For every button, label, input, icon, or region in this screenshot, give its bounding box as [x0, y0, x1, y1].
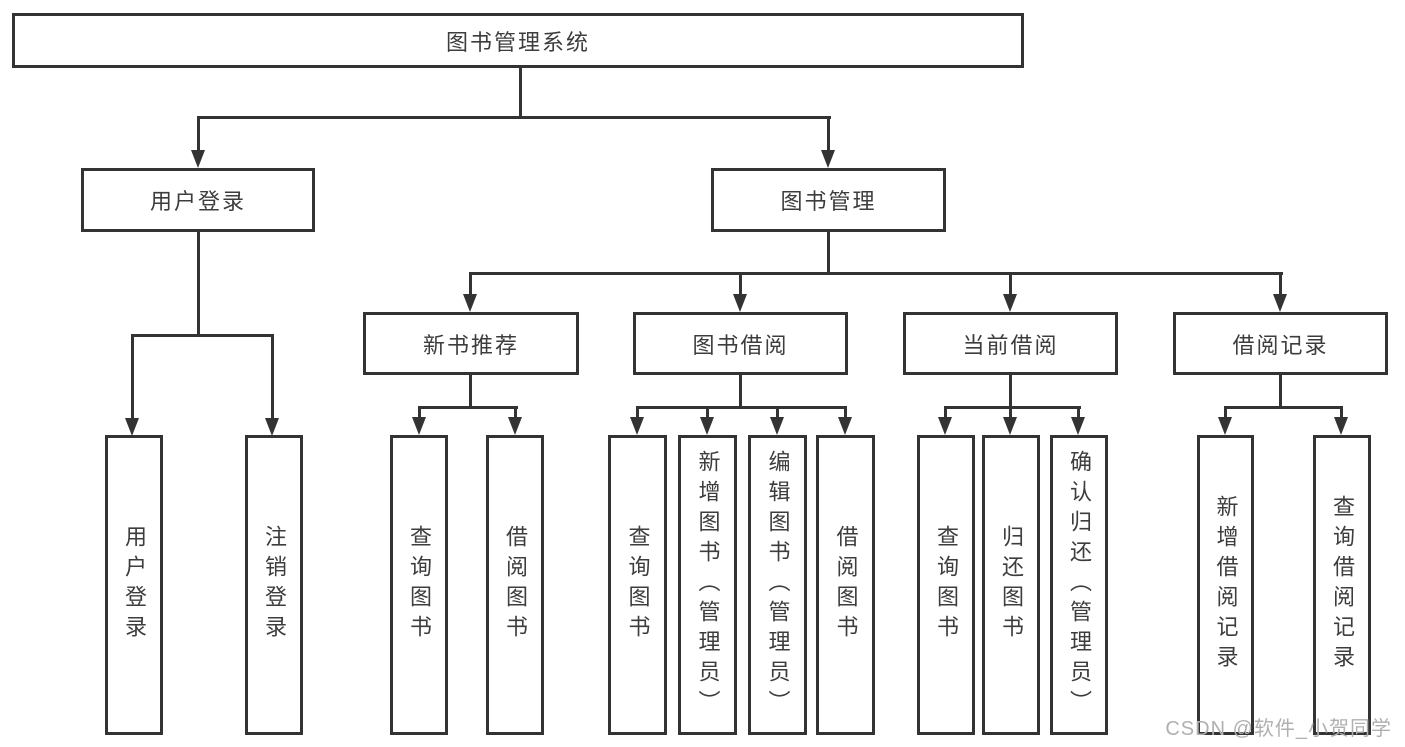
leaf-borrow-books-2-label: 借阅图书	[833, 525, 859, 645]
leaf-confirm-return-admin: 确认归还（管理员）	[1050, 435, 1108, 735]
arrow-down-icon	[1218, 417, 1232, 435]
connector-line	[706, 406, 709, 418]
connector-line	[739, 375, 742, 409]
leaf-query-books-3: 查询图书	[917, 435, 975, 735]
connector-line	[1009, 272, 1012, 295]
leaf-add-books-admin: 新增图书（管理员）	[678, 435, 737, 735]
connector-line	[519, 66, 522, 119]
connector-line	[1224, 406, 1343, 409]
connector-line	[1279, 272, 1282, 295]
leaf-query-books-1-label: 查询图书	[407, 525, 432, 645]
node-root-label: 图书管理系统	[445, 29, 590, 55]
leaf-logout: 注销登录	[245, 435, 303, 735]
arrow-down-icon	[191, 150, 205, 168]
leaf-query-books-3-label: 查询图书	[934, 525, 959, 645]
connector-line	[131, 334, 274, 337]
connector-line	[1224, 406, 1227, 418]
node-user-login-branch-label: 用户登录	[149, 189, 246, 214]
connector-line	[1009, 406, 1012, 418]
leaf-return-books: 归还图书	[982, 435, 1040, 735]
node-book-management-branch-label: 图书管理	[780, 189, 877, 214]
leaf-query-books-2-label: 查询图书	[625, 525, 651, 645]
arrow-down-icon	[770, 417, 784, 435]
connector-line	[197, 116, 831, 119]
leaf-return-books-label: 归还图书	[999, 525, 1024, 645]
node-current-borrow: 当前借阅	[903, 312, 1118, 375]
connector-line	[844, 406, 847, 418]
connector-line	[636, 406, 847, 409]
leaf-query-borrow-record: 查询借阅记录	[1313, 435, 1371, 735]
arrow-down-icon	[733, 294, 747, 312]
leaf-add-borrow-record: 新增借阅记录	[1197, 435, 1254, 735]
leaf-logout-label: 注销登录	[262, 525, 287, 645]
node-book-borrow-label: 图书借阅	[692, 332, 789, 358]
node-user-login-branch: 用户登录	[81, 168, 315, 232]
leaf-borrow-books-1: 借阅图书	[486, 435, 544, 735]
leaf-query-books-2: 查询图书	[608, 435, 667, 735]
connector-line	[469, 375, 472, 409]
arrow-down-icon	[463, 294, 477, 312]
connector-line	[1279, 375, 1282, 409]
arrow-down-icon	[1003, 294, 1017, 312]
node-new-book-recommend-label: 新书推荐	[422, 332, 519, 358]
connector-line	[271, 334, 274, 419]
node-book-management-branch: 图书管理	[711, 168, 946, 232]
leaf-user-login-label: 用户登录	[122, 525, 147, 645]
connector-line	[469, 272, 472, 295]
node-borrow-records: 借阅记录	[1173, 312, 1388, 375]
arrow-down-icon	[508, 417, 522, 435]
node-current-borrow-label: 当前借阅	[962, 332, 1059, 358]
csdn-watermark: CSDN @软件_小贺同学	[1165, 718, 1392, 740]
arrow-down-icon	[700, 417, 714, 435]
connector-line	[776, 406, 779, 418]
connector-line	[418, 406, 518, 409]
node-root: 图书管理系统	[12, 13, 1024, 68]
leaf-edit-books-admin: 编辑图书（管理员）	[748, 435, 807, 735]
leaf-user-login: 用户登录	[105, 435, 163, 735]
connector-line	[944, 406, 1081, 409]
leaf-borrow-books-2: 借阅图书	[816, 435, 875, 735]
node-book-borrow: 图书借阅	[633, 312, 848, 375]
arrow-down-icon	[1003, 417, 1017, 435]
connector-line	[131, 334, 134, 419]
arrow-down-icon	[1071, 417, 1085, 435]
leaf-add-borrow-record-label: 新增借阅记录	[1213, 495, 1239, 675]
connector-line	[1009, 375, 1012, 409]
arrow-down-icon	[265, 418, 279, 436]
arrow-down-icon	[938, 417, 952, 435]
connector-line	[1077, 406, 1080, 418]
connector-line	[1340, 406, 1343, 418]
connector-line	[739, 272, 742, 295]
leaf-query-borrow-record-label: 查询借阅记录	[1330, 495, 1355, 675]
leaf-edit-books-admin-label: 编辑图书（管理员）	[765, 450, 791, 720]
connector-line	[827, 232, 830, 275]
leaf-add-books-admin-label: 新增图书（管理员）	[695, 450, 721, 720]
leaf-confirm-return-admin-label: 确认归还（管理员）	[1067, 450, 1092, 720]
arrow-down-icon	[630, 417, 644, 435]
leaf-borrow-books-1-label: 借阅图书	[503, 525, 528, 645]
arrow-down-icon	[1273, 294, 1287, 312]
connector-line	[827, 116, 830, 151]
arrow-down-icon	[821, 150, 835, 168]
arrow-down-icon	[838, 417, 852, 435]
connector-line	[197, 232, 200, 337]
arrow-down-icon	[125, 418, 139, 436]
connector-line	[197, 116, 200, 151]
arrow-down-icon	[412, 417, 426, 435]
connector-line	[636, 406, 639, 418]
connector-line	[469, 272, 1283, 275]
connector-line	[944, 406, 947, 418]
arrow-down-icon	[1334, 417, 1348, 435]
connector-line	[418, 406, 421, 418]
leaf-query-books-1: 查询图书	[390, 435, 448, 735]
node-borrow-records-label: 借阅记录	[1232, 332, 1329, 358]
connector-line	[514, 406, 517, 418]
node-new-book-recommend: 新书推荐	[363, 312, 579, 375]
